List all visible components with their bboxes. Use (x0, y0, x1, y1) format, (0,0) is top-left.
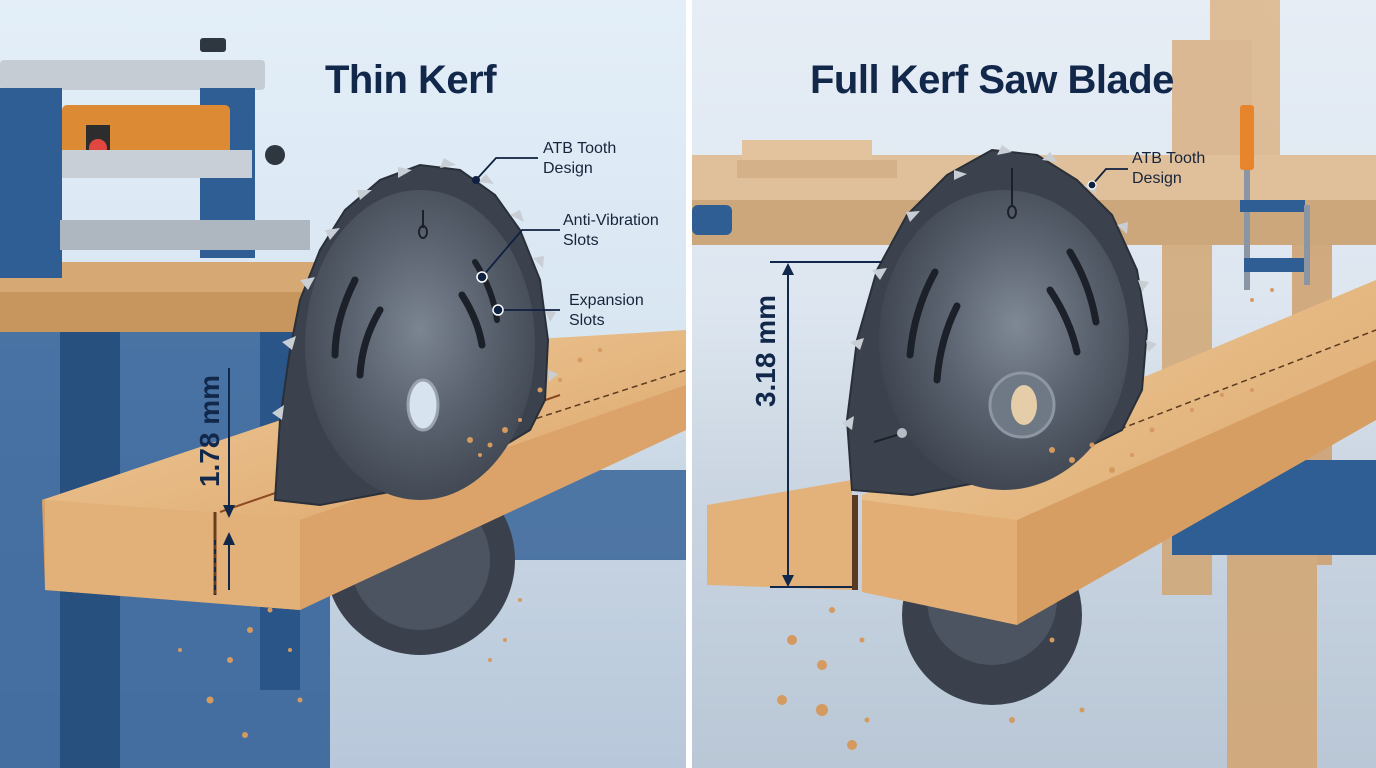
thickness-planer (0, 38, 310, 278)
bar-clamp (1240, 105, 1310, 290)
bench-vise (692, 205, 732, 235)
thin-kerf-illustration (0, 38, 686, 768)
full-kerf-saw-blade (842, 145, 1157, 497)
kerf-dimension-arrows (214, 368, 235, 595)
callout-atb-tooth-design: ATB Tooth Design (1132, 150, 1206, 187)
panel-divider (686, 0, 692, 768)
kerf-dimension-arrows (770, 261, 882, 588)
wood-board (707, 280, 1376, 625)
callout-leader (1087, 168, 1128, 190)
callout-atb-tooth-design: ATB Tooth Design (543, 140, 617, 177)
full-kerf-measurement: 3.18 mm (750, 294, 781, 408)
sawdust-particles (178, 348, 602, 738)
callout-leaders (472, 157, 560, 316)
sawdust-particles (777, 288, 1274, 750)
thin-kerf-title: Thin Kerf (325, 58, 497, 102)
callout-expansion-slots: Expansion Slots (569, 292, 644, 329)
full-kerf-title: Full Kerf Saw Blade (810, 58, 1174, 102)
thin-kerf-panel: Thin Kerf ATB Tooth Design Anti-Vibratio… (0, 0, 686, 768)
thin-kerf-measurement: 1.78 mm (194, 374, 225, 488)
callout-anti-vibration-slots: Anti-Vibration Slots (563, 212, 659, 249)
thin-kerf-saw-blade (272, 158, 558, 507)
full-kerf-panel: Full Kerf Saw Blade ATB Tooth Design 3.1… (692, 0, 1376, 768)
full-kerf-illustration (692, 0, 1376, 768)
